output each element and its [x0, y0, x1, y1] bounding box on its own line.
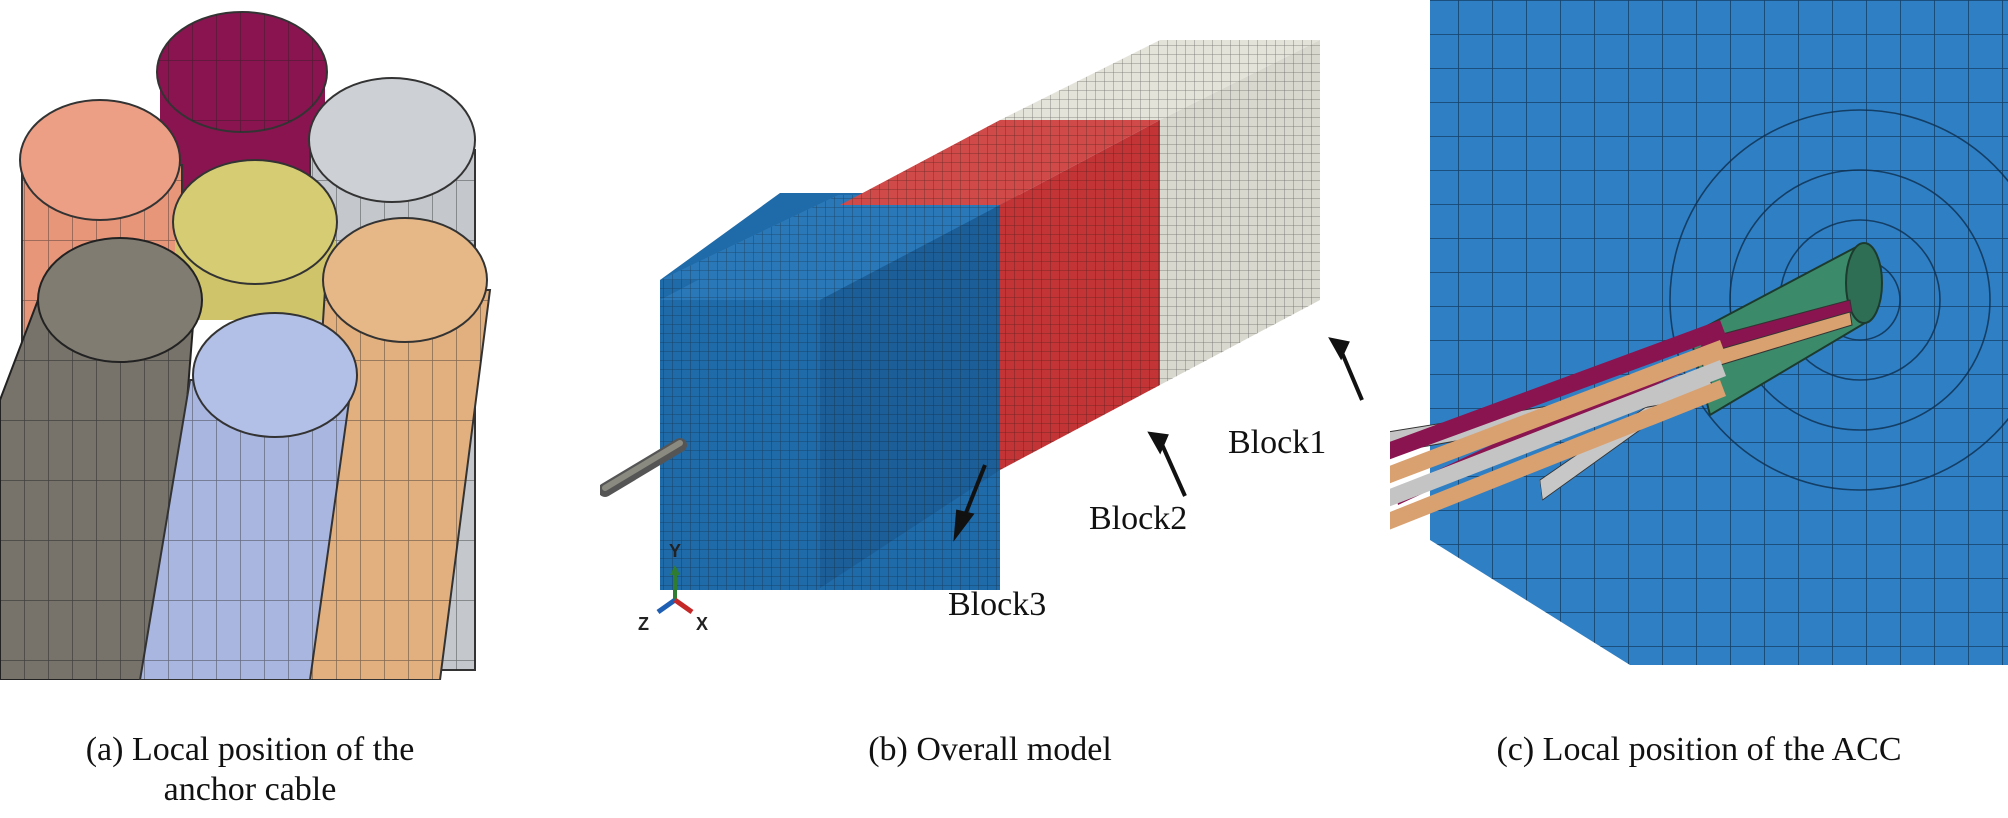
svg-text:X: X [696, 614, 708, 634]
axis-triad: Y Z X [638, 541, 708, 634]
caption-c: (c) Local position of the ACC [1496, 731, 1902, 768]
caption-b: (b) Overall model [868, 731, 1112, 768]
acc-local-illustration [1089, 0, 2008, 665]
strand-yellow [172, 159, 338, 320]
caption-a: (a) Local position of the anchor cable [0, 730, 500, 810]
svg-text:Y: Y [669, 541, 681, 561]
strand-dark-olive [0, 237, 203, 681]
block2-label: Block2 [1089, 500, 1188, 537]
caption-a-line2: anchor cable [163, 771, 337, 808]
panel-c-acc [1089, 0, 2008, 680]
block1-label: Block1 [1228, 424, 1327, 461]
panel-a-anchor-cable [0, 0, 500, 681]
anchor-cable-strands-illustration [0, 11, 492, 681]
overall-model-illustration: Y Z X [502, 40, 1364, 634]
strand-lavender [138, 312, 358, 681]
svg-text:Z: Z [638, 614, 649, 634]
block3-label: Block3 [948, 586, 1047, 623]
caption-a-line1: (a) Local position of the [85, 731, 415, 768]
panel-b-overall-model: Y Z X [502, 0, 1380, 680]
